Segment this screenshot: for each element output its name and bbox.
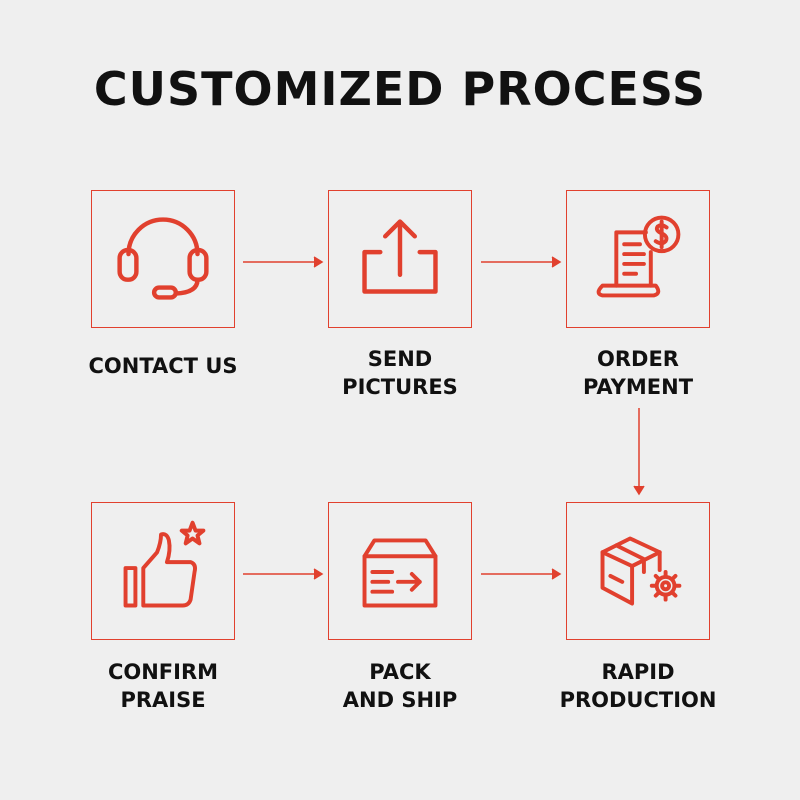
step-label-line2: PAYMENT xyxy=(582,375,694,399)
step-order-payment-label: ORDER PAYMENT xyxy=(528,345,748,401)
step-label-line1: ORDER xyxy=(597,347,679,371)
thumbs-up-star-icon xyxy=(123,520,206,608)
step-label-line1: RAPID xyxy=(601,660,675,684)
step-confirm-praise xyxy=(91,502,235,640)
step-contact-us xyxy=(91,190,235,328)
headset-icon xyxy=(117,217,209,300)
upload-icon xyxy=(362,219,438,294)
step-rapid-production xyxy=(566,502,710,640)
arrow-contact-to-send xyxy=(243,256,324,268)
step-send-pictures-label: SEND PICTURES xyxy=(290,345,510,401)
step-pack-and-ship xyxy=(328,502,472,640)
step-label-line1: CONTACT US xyxy=(88,354,238,378)
invoice-payment-icon xyxy=(596,215,681,298)
step-contact-us-label: CONTACT US xyxy=(53,352,273,380)
shipping-box-icon xyxy=(362,538,438,608)
step-rapid-production-label: RAPID PRODUCTION xyxy=(528,658,748,714)
arrow-payment-to-production xyxy=(633,408,645,496)
step-label-line1: SEND xyxy=(367,347,433,371)
arrow-praise-to-pack xyxy=(243,568,324,580)
step-label-line2: PRAISE xyxy=(120,688,206,712)
box-gear-icon xyxy=(600,536,682,606)
arrow-pack-to-production xyxy=(481,568,562,580)
page-title: CUSTOMIZED PROCESS xyxy=(93,62,707,116)
step-confirm-praise-label: CONFIRM PRAISE xyxy=(53,658,273,714)
step-label-line2: PRODUCTION xyxy=(559,688,717,712)
arrow-send-to-payment xyxy=(481,256,562,268)
step-label-line2: PICTURES xyxy=(342,375,458,399)
step-label-line2: AND SHIP xyxy=(342,688,458,712)
step-label-line1: CONFIRM xyxy=(107,660,219,684)
step-label-line1: PACK xyxy=(369,660,431,684)
step-pack-and-ship-label: PACK AND SHIP xyxy=(290,658,510,714)
step-send-pictures xyxy=(328,190,472,328)
step-order-payment xyxy=(566,190,710,328)
